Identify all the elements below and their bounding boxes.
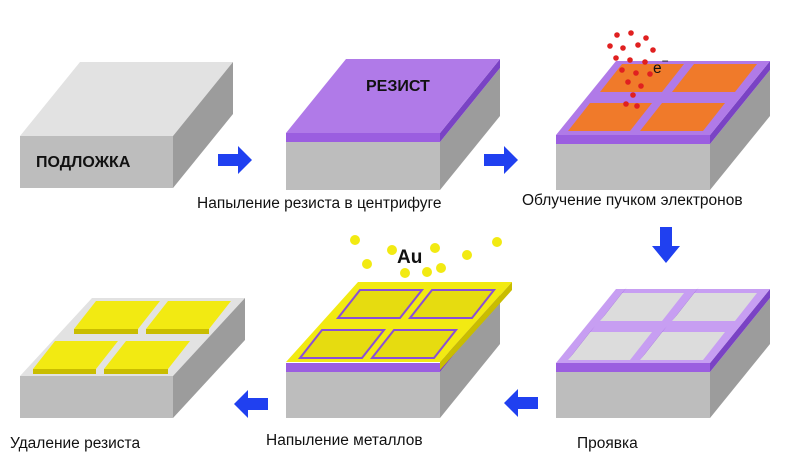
substrate-front [556, 144, 710, 190]
resist-front [286, 363, 440, 372]
developed-opening [600, 293, 684, 321]
electron-label: e− [653, 54, 669, 77]
gold-in-opening [297, 329, 387, 359]
arrow-5-left [234, 390, 268, 418]
developed-opening [672, 293, 757, 321]
substrate-front [286, 372, 440, 418]
substrate-side [173, 298, 245, 418]
resist-front [286, 133, 440, 142]
resist-side [710, 289, 770, 372]
resist-side [710, 61, 770, 144]
developed-opening [568, 332, 652, 360]
resist-top [286, 59, 500, 133]
step-6-lift-off: Удаление резиста [10, 298, 245, 452]
substrate-front [20, 136, 173, 188]
arrow-1-right [218, 146, 252, 174]
step-2-resist-coating: РЕЗИСТ Напыление резиста в центрифуге [197, 59, 500, 212]
substrate-label: ПОДЛОЖКА [36, 154, 131, 171]
substrate-side [440, 68, 500, 190]
step-2-caption: Напыление резиста в центрифуге [197, 195, 442, 212]
step-1-substrate: ПОДЛОЖКА [20, 62, 233, 188]
step-5-caption: Напыление металлов [266, 432, 423, 449]
developed-opening [640, 332, 725, 360]
substrate-front [20, 376, 173, 418]
substrate-side [173, 62, 233, 188]
step-3-caption: Облучение пучком электронов [522, 192, 743, 209]
step-4-caption: Проявка [577, 435, 638, 452]
step-3-exposure: e− Облучение пучком электронов [522, 30, 770, 209]
gold-layer-side [440, 282, 512, 370]
substrate-top [20, 62, 233, 136]
electron-beam [607, 30, 656, 109]
substrate-front [286, 142, 440, 190]
gold-label: Au [397, 247, 422, 268]
substrate-side [440, 298, 500, 418]
step-5-metal-deposition: Au Напыление металлов [266, 235, 512, 449]
arrow-3-down [652, 227, 680, 263]
substrate-front [556, 372, 710, 418]
substrate-side [710, 70, 770, 190]
step-4-development: Проявка [556, 287, 770, 452]
gold-in-opening [335, 289, 425, 319]
exposed-region [640, 103, 725, 131]
exposed-region [672, 64, 757, 92]
gold-particles [350, 235, 502, 278]
gold-in-opening [407, 289, 497, 319]
resist-side [440, 59, 500, 142]
substrate-side [710, 298, 770, 418]
resist-label: РЕЗИСТ [366, 78, 430, 95]
gold-pads [33, 301, 231, 374]
resist-front [556, 135, 710, 144]
resist-front [556, 363, 710, 372]
arrow-2-right [484, 146, 518, 174]
resist-walls [568, 287, 699, 360]
gold-in-opening [369, 329, 459, 359]
arrow-4-left [504, 389, 538, 417]
exposed-region [568, 103, 652, 131]
step-6-caption: Удаление резиста [10, 435, 140, 452]
